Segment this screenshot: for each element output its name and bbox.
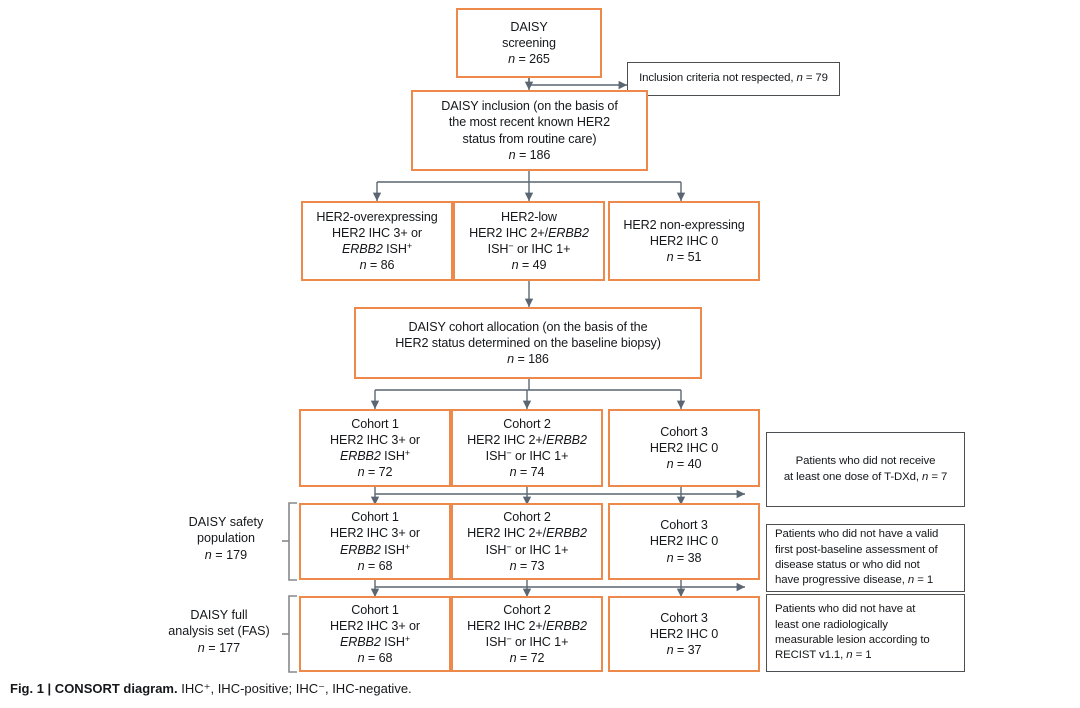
- cohort-line2: HER2 IHC 2+/ERBB2: [467, 618, 587, 633]
- group2-line1: HER2-low: [501, 209, 557, 224]
- caption-bold: Fig. 1 | CONSORT diagram.: [10, 681, 178, 696]
- cohort-line2: HER2 IHC 3+ or: [330, 618, 420, 633]
- cohort-title: Cohort 2: [503, 416, 551, 431]
- cohort-title: Cohort 3: [660, 424, 708, 439]
- cohort-line2: HER2 IHC 0: [649, 534, 719, 549]
- cohort-count: n = 74: [509, 465, 545, 480]
- safety-label-line2: population: [196, 531, 256, 546]
- note-no-tdxd-dose: Patients who did not receive at least on…: [766, 432, 965, 507]
- node-her2-overexpressing: HER2-overexpressing HER2 IHC 3+ or ERBB2…: [301, 201, 453, 281]
- fas-label-count: n = 177: [197, 640, 241, 655]
- cohort-line3: ISH− or IHC 1+: [485, 448, 569, 463]
- node-her2-non-expressing: HER2 non-expressing HER2 IHC 0 n = 51: [608, 201, 760, 281]
- cohort-title: Cohort 1: [351, 510, 399, 525]
- node-fas-cohort-3: Cohort 3 HER2 IHC 0 n = 37: [608, 596, 760, 672]
- cohort-line2: HER2 IHC 3+ or: [330, 526, 420, 541]
- cohort-title: Cohort 1: [351, 416, 399, 431]
- screening-line1: DAISY: [510, 19, 548, 34]
- node-daisy-screening: DAISY screening n = 265: [456, 8, 602, 78]
- node-fas-cohort-1: Cohort 1 HER2 IHC 3+ or ERBB2 ISH+ n = 6…: [299, 596, 451, 672]
- group3-line2: HER2 IHC 0: [649, 233, 719, 248]
- inclusion-count: n = 186: [508, 147, 551, 162]
- allocation-count: n = 186: [507, 352, 549, 367]
- node-safety-cohort-3: Cohort 3 HER2 IHC 0 n = 38: [608, 503, 760, 580]
- node-allocated-cohort-2: Cohort 2 HER2 IHC 2+/ERBB2 ISH− or IHC 1…: [451, 409, 603, 487]
- node-allocated-cohort-3: Cohort 3 HER2 IHC 0 n = 40: [608, 409, 760, 487]
- fas-label-line2: analysis set (FAS): [168, 624, 270, 639]
- cohort-count: n = 72: [509, 651, 545, 666]
- inclusion-line3: status from routine care): [462, 131, 597, 146]
- group1-line1: HER2-overexpressing: [316, 209, 438, 224]
- figure-caption: Fig. 1 | CONSORT diagram. IHC⁺, IHC-posi…: [10, 681, 412, 697]
- note-line1: Patients who did not receive: [795, 455, 936, 468]
- cohort-line3: ERBB2 ISH+: [339, 634, 411, 649]
- group3-count: n = 51: [666, 250, 702, 265]
- node-her2-low: HER2-low HER2 IHC 2+/ERBB2 ISH− or IHC 1…: [453, 201, 605, 281]
- safety-label-line1: DAISY safety: [188, 515, 264, 529]
- cohort-line2: HER2 IHC 3+ or: [330, 432, 420, 447]
- cohort-line3: ISH− or IHC 1+: [485, 634, 569, 649]
- allocation-line2: HER2 status determined on the baseline b…: [395, 335, 661, 350]
- note-no-measurable-lesion: Patients who did not have at least one r…: [766, 594, 965, 672]
- note-line1: Patients who did not have a valid: [775, 528, 939, 541]
- safety-label-count: n = 179: [204, 547, 248, 562]
- node-fas-cohort-2: Cohort 2 HER2 IHC 2+/ERBB2 ISH− or IHC 1…: [451, 596, 603, 672]
- note-line2: at least one dose of T-DXd, n = 7: [783, 470, 948, 483]
- cohort-count: n = 73: [509, 558, 545, 573]
- allocation-line1: DAISY cohort allocation (on the basis of…: [408, 319, 648, 334]
- note-line2: first post-baseline assessment of: [775, 543, 938, 556]
- cohort-line3: ISH− or IHC 1+: [485, 541, 569, 557]
- cohort-title: Cohort 3: [660, 610, 708, 625]
- cohort-count: n = 72: [357, 465, 393, 480]
- label-daisy-safety-population: DAISY safety population n = 179: [172, 514, 280, 563]
- cohort-count: n = 68: [357, 558, 393, 573]
- cohort-title: Cohort 1: [351, 602, 399, 617]
- cohort-title: Cohort 2: [503, 602, 551, 617]
- note-line4: have progressive disease, n = 1: [775, 574, 934, 587]
- note-line2: least one radiologically: [775, 618, 888, 631]
- cohort-line2: HER2 IHC 2+/ERBB2: [467, 526, 587, 541]
- cohort-line2: HER2 IHC 0: [649, 626, 719, 641]
- node-allocated-cohort-1: Cohort 1 HER2 IHC 3+ or ERBB2 ISH+ n = 7…: [299, 409, 451, 487]
- cohort-title: Cohort 3: [660, 518, 708, 533]
- note-inclusion-criteria-not-respected: Inclusion criteria not respected, n = 79: [627, 62, 840, 96]
- inclusion-line1: DAISY inclusion (on the basis of: [441, 99, 618, 114]
- note-text: Inclusion criteria not respected, n = 79: [639, 72, 828, 85]
- node-safety-cohort-1: Cohort 1 HER2 IHC 3+ or ERBB2 ISH+ n = 6…: [299, 503, 451, 580]
- inclusion-line2: the most recent known HER2: [448, 115, 611, 130]
- label-daisy-full-analysis-set: DAISY full analysis set (FAS) n = 177: [158, 607, 280, 656]
- cohort-count: n = 40: [666, 457, 702, 472]
- screening-line2: screening: [502, 35, 556, 50]
- caption-rest: IHC⁺, IHC-positive; IHC⁻, IHC-negative.: [177, 681, 412, 696]
- group2-count: n = 49: [511, 258, 547, 273]
- fas-label-line1: DAISY full: [190, 608, 248, 622]
- group2-line2: HER2 IHC 2+/ERBB2: [469, 225, 589, 240]
- group1-line2: HER2 IHC 3+ or: [332, 225, 422, 240]
- note-no-valid-assessment: Patients who did not have a valid first …: [766, 524, 965, 592]
- group3-line1: HER2 non-expressing: [623, 217, 745, 232]
- screening-count: n = 265: [508, 52, 550, 67]
- node-daisy-inclusion: DAISY inclusion (on the basis of the mos…: [411, 90, 648, 171]
- cohort-line2: HER2 IHC 0: [649, 440, 719, 455]
- note-line4: RECIST v1.1, n = 1: [775, 649, 872, 662]
- group2-line3: ISH− or IHC 1+: [487, 241, 571, 256]
- cohort-title: Cohort 2: [503, 510, 551, 525]
- cohort-line3: ERBB2 ISH+: [339, 541, 411, 557]
- group1-count: n = 86: [359, 258, 395, 273]
- node-daisy-cohort-allocation: DAISY cohort allocation (on the basis of…: [354, 307, 702, 379]
- cohort-count: n = 68: [357, 651, 393, 666]
- note-line1: Patients who did not have at: [775, 603, 916, 616]
- cohort-count: n = 37: [666, 643, 702, 658]
- cohort-line2: HER2 IHC 2+/ERBB2: [467, 432, 587, 447]
- group1-line3: ERBB2 ISH+: [341, 241, 413, 256]
- cohort-line3: ERBB2 ISH+: [339, 448, 411, 463]
- note-line3: disease status or who did not: [775, 559, 920, 571]
- node-safety-cohort-2: Cohort 2 HER2 IHC 2+/ERBB2 ISH− or IHC 1…: [451, 503, 603, 580]
- cohort-count: n = 38: [666, 550, 702, 565]
- note-line3: measurable lesion according to: [775, 634, 930, 646]
